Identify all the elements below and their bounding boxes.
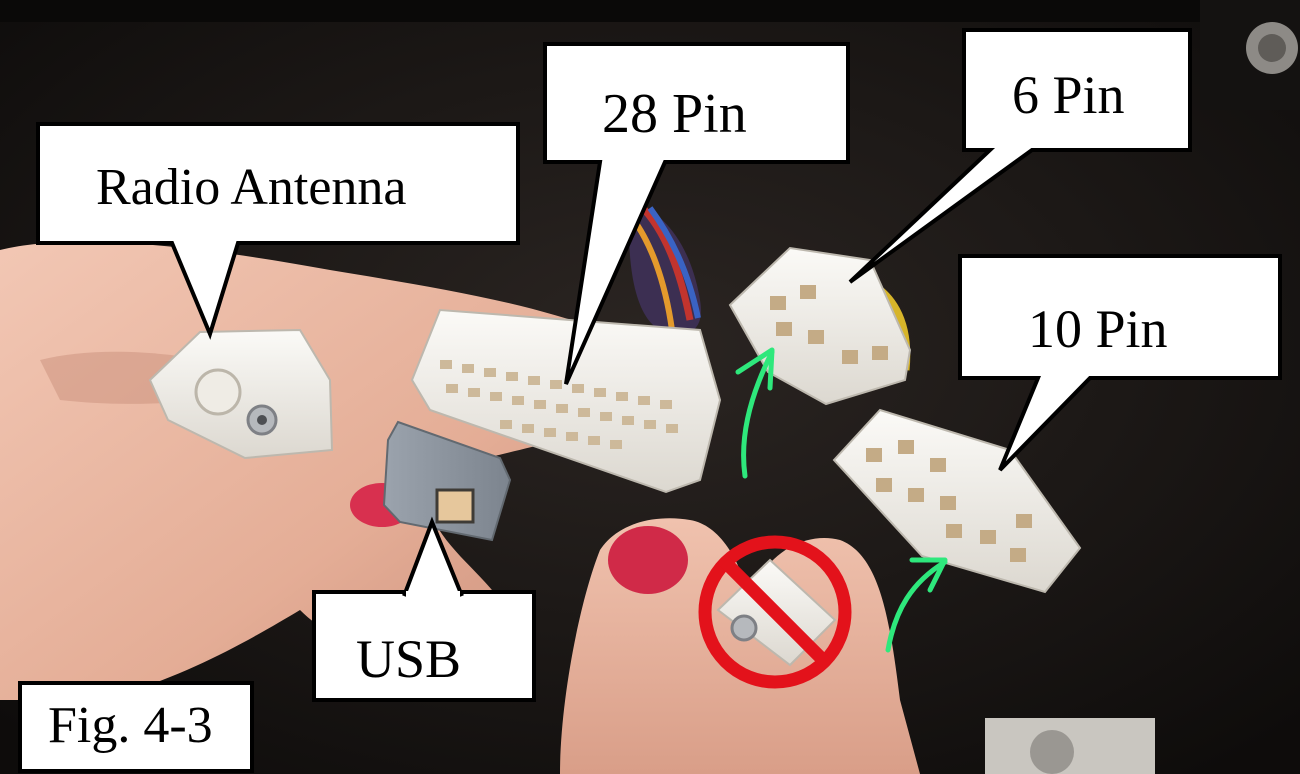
callout-28-pin [543,42,850,385]
screw-bottom [1030,730,1074,774]
antenna-port-ring [194,368,242,416]
prohibited-icon [698,535,852,689]
usb-port [435,488,475,524]
wire-red [637,202,694,321]
callout-6-pin-label: 6 Pin [1012,65,1125,125]
green-arrow-icon [885,557,948,653]
callout-10-pin [958,254,1282,472]
extra-antenna-socket [730,614,758,642]
callout-usb [312,516,536,702]
connector-10-pin [832,408,1082,594]
connector-28-pin [410,308,722,494]
antenna-socket-pin [257,415,267,425]
figure-label-box [18,681,254,773]
connector-6-pin-grid [770,285,888,364]
connector-28-pin-grid [440,360,678,449]
figure-label: Fig. 4-3 [48,697,213,754]
callout-10-pin-label: 10 Pin [1028,299,1168,359]
connector-6-pin [728,246,912,406]
callout-usb-label: USB [356,629,462,689]
callout-28-pin-label: 28 Pin [602,83,747,145]
nail-right-hand [608,526,688,594]
wire-blue [647,206,701,319]
connector-10-pin-grid [866,440,1032,562]
callout-radio-antenna [36,122,520,340]
green-arrow-icon [735,347,775,479]
screw-top-right-inner [1258,34,1286,62]
usb-connector [382,420,512,542]
dash-panel-top [0,0,1300,22]
callout-6-pin [848,28,1192,284]
callout-radio-antenna-label: Radio Antenna [96,159,407,216]
